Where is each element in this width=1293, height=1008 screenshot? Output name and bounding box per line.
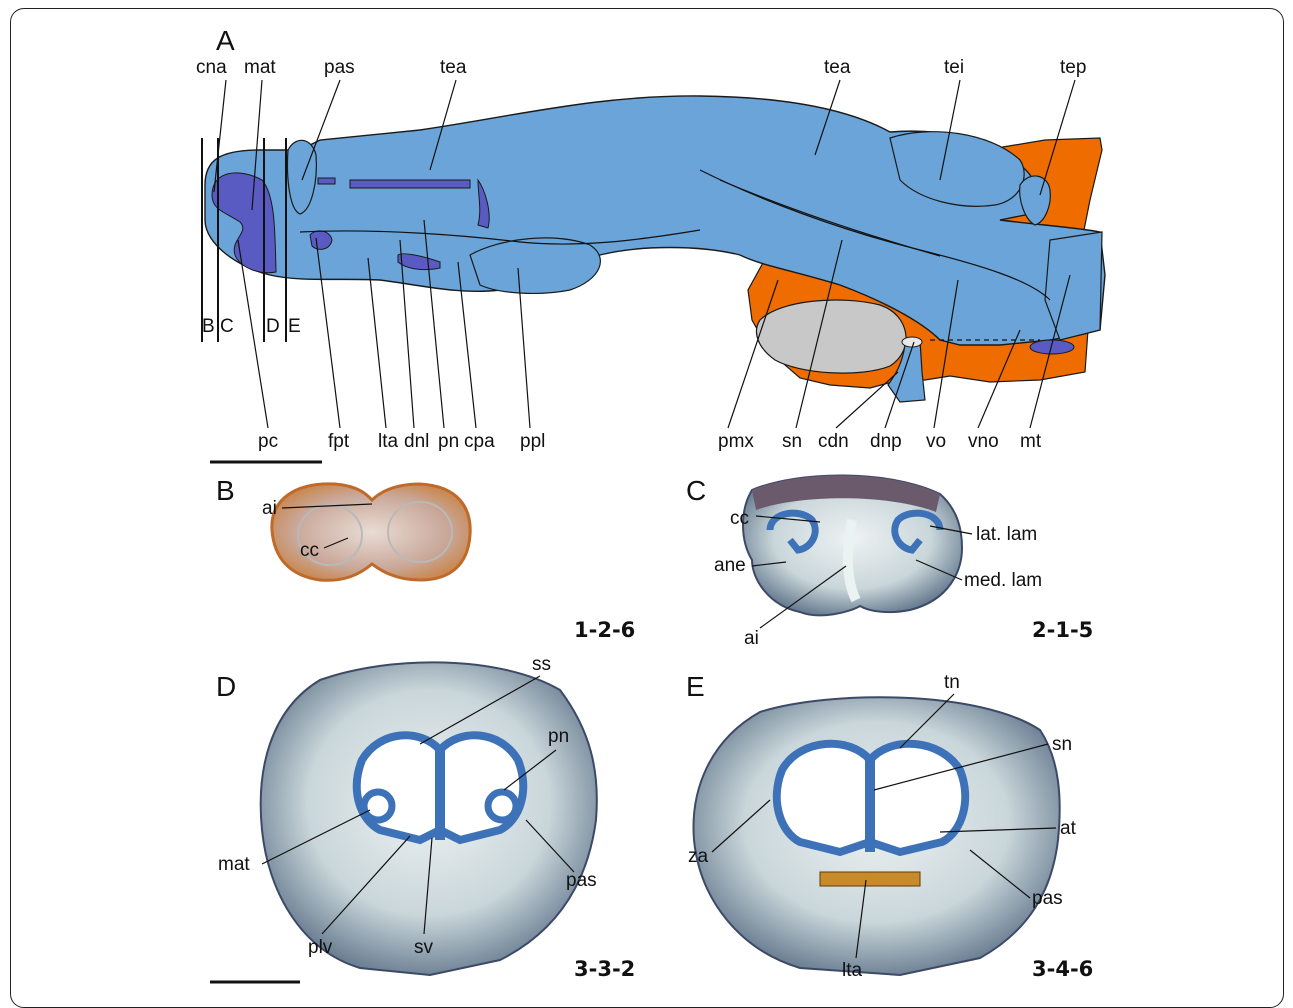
section-label-b: B bbox=[202, 316, 215, 337]
label-mat-d: mat bbox=[218, 854, 250, 875]
label-mt: mt bbox=[1020, 431, 1042, 452]
section-code-e: 3-4-6 bbox=[1032, 957, 1093, 981]
dnp-cap bbox=[902, 337, 922, 347]
label-ss: ss bbox=[532, 654, 551, 675]
panel-e: E tn sn at za pas lta 3-4-6 bbox=[686, 671, 1093, 981]
label-cpa: cpa bbox=[464, 431, 495, 452]
label-fpt: fpt bbox=[328, 431, 350, 452]
section-code-d: 3-3-2 bbox=[574, 957, 635, 981]
dark-fpt bbox=[310, 231, 332, 250]
cartilage-body bbox=[205, 96, 1105, 345]
label-pas-d: pas bbox=[566, 870, 597, 891]
section-label-e: E bbox=[288, 316, 301, 337]
label-pas-e: pas bbox=[1032, 888, 1063, 909]
leader-lta-a bbox=[368, 258, 386, 428]
label-pc: pc bbox=[258, 431, 278, 452]
label-vno: vno bbox=[968, 431, 999, 452]
label-pas-a: pas bbox=[324, 57, 355, 78]
label-pn-d: pn bbox=[548, 726, 569, 747]
label-at: at bbox=[1060, 818, 1077, 839]
label-cna: cna bbox=[196, 57, 227, 78]
label-tep: tep bbox=[1060, 57, 1086, 78]
label-cc-c: cc bbox=[730, 508, 749, 529]
label-ane: ane bbox=[714, 555, 746, 576]
label-tea-1: tea bbox=[440, 57, 467, 78]
label-plv: plv bbox=[308, 937, 333, 958]
label-tn: tn bbox=[944, 672, 960, 693]
label-sn-e: sn bbox=[1052, 734, 1072, 755]
section-label-d: D bbox=[266, 316, 280, 337]
label-dnl: dnl bbox=[404, 431, 429, 452]
section-e-lta-bar bbox=[820, 872, 920, 886]
label-lta-e: lta bbox=[842, 960, 863, 981]
label-cc-b: cc bbox=[300, 540, 319, 561]
panel-b: B ai cc 1-2-6 bbox=[216, 475, 635, 642]
label-tei: tei bbox=[944, 57, 964, 78]
section-code-b: 1-2-6 bbox=[574, 618, 635, 642]
label-mat-a: mat bbox=[244, 57, 276, 78]
panel-c-letter: C bbox=[686, 475, 706, 506]
label-ppl: ppl bbox=[520, 431, 545, 452]
panel-b-letter: B bbox=[216, 475, 235, 506]
label-tea-2: tea bbox=[824, 57, 851, 78]
panel-a: A bbox=[196, 25, 1105, 462]
grey-region bbox=[756, 300, 906, 373]
section-label-c: C bbox=[220, 316, 234, 337]
panel-d-letter: D bbox=[216, 671, 236, 702]
label-lta-a: lta bbox=[378, 431, 399, 452]
label-cdn: cdn bbox=[818, 431, 849, 452]
label-dnp: dnp bbox=[870, 431, 902, 452]
label-za: za bbox=[688, 846, 709, 867]
panel-d: D ss pn mat pas plv sv 3-3-2 bbox=[210, 654, 635, 982]
label-vo: vo bbox=[926, 431, 946, 452]
section-code-c: 2-1-5 bbox=[1032, 618, 1093, 642]
panel-e-letter: E bbox=[686, 671, 705, 702]
label-sn-a: sn bbox=[782, 431, 802, 452]
label-lat-lam: lat. lam bbox=[976, 524, 1037, 545]
dark-spot-1 bbox=[318, 178, 335, 184]
anatomy-figure: A bbox=[0, 0, 1293, 984]
panel-a-letter: A bbox=[216, 25, 235, 56]
mt-process bbox=[1045, 232, 1102, 340]
label-sv: sv bbox=[414, 937, 434, 958]
label-pn-a: pn bbox=[438, 431, 459, 452]
dark-stripe bbox=[350, 180, 470, 188]
section-b-tissue bbox=[272, 484, 470, 580]
label-ai-b: ai bbox=[262, 498, 277, 519]
label-pmx: pmx bbox=[718, 431, 754, 452]
label-med-lam: med. lam bbox=[964, 570, 1042, 591]
label-ai-c: ai bbox=[744, 628, 759, 649]
panel-c: C cc lat. lam ane med. lam ai 2-1-5 bbox=[686, 475, 1093, 649]
ppl-lobe bbox=[470, 238, 600, 293]
